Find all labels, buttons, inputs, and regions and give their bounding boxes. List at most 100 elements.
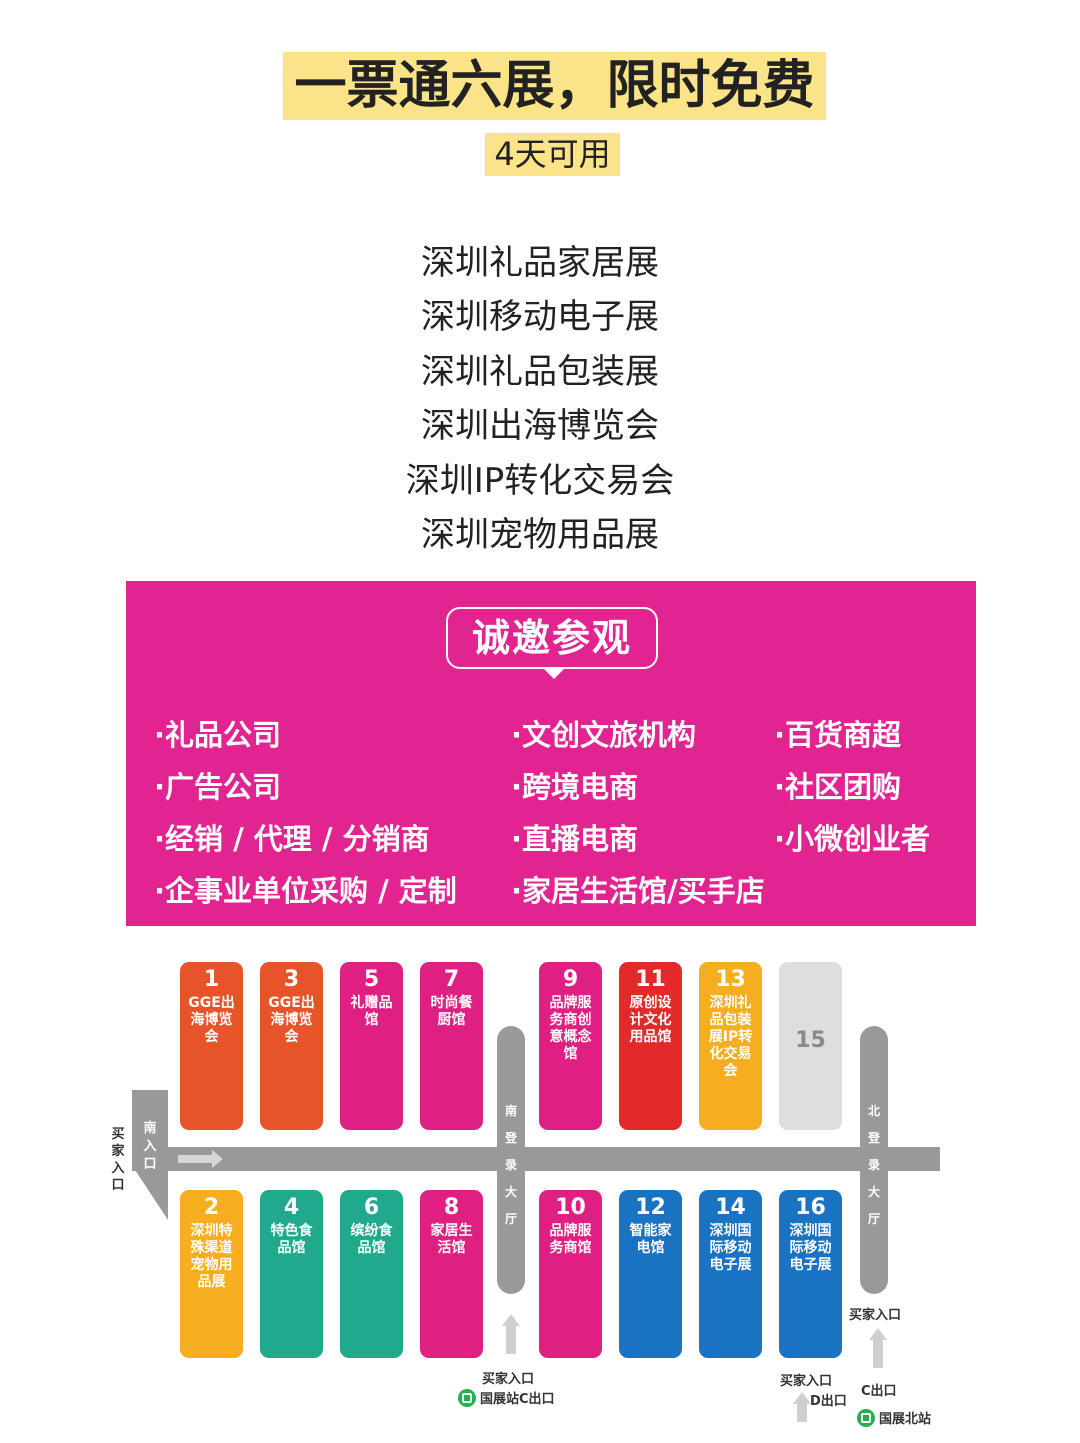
hall-10[interactable]: 10 品牌服务商馆 bbox=[539, 1190, 602, 1358]
hall-number: 1 bbox=[203, 967, 220, 992]
hall-13[interactable]: 13 深圳礼品包装展IP转化交易会 bbox=[699, 962, 762, 1130]
page-subtitle: 4天可用 bbox=[494, 135, 611, 173]
hall-number: 4 bbox=[283, 1195, 300, 1220]
hall-name: 缤纷食品馆 bbox=[350, 1223, 393, 1256]
hall-6[interactable]: 6 缤纷食品馆 bbox=[340, 1190, 403, 1358]
hall-number: 13 bbox=[715, 967, 746, 992]
hall-number: 7 bbox=[443, 967, 460, 992]
expo-item: 深圳宠物用品展 bbox=[421, 514, 659, 555]
invite-badge: 诚邀参观 bbox=[446, 607, 658, 679]
hall-7[interactable]: 7 时尚餐厨馆 bbox=[420, 962, 483, 1130]
direction-arrow-head-icon bbox=[212, 1150, 223, 1168]
audience-item: ·家居生活馆/买手店 bbox=[511, 874, 765, 908]
expo-item: 深圳IP转化交易会 bbox=[405, 460, 675, 501]
up-arrow-shaft bbox=[506, 1326, 516, 1354]
north-lobby bbox=[860, 1026, 888, 1294]
expo-item: 深圳出海博览会 bbox=[421, 406, 659, 447]
south-lobby-label: 南登录大厅 bbox=[504, 1104, 517, 1226]
hall-number: 3 bbox=[283, 967, 300, 992]
hall-1[interactable]: 1 GGE出海博览会 bbox=[180, 962, 243, 1130]
hall-name: GGE出海博览会 bbox=[188, 995, 235, 1045]
expo-item: 深圳礼品包装展 bbox=[421, 351, 659, 392]
audience-column-1: ·礼品公司 ·广告公司 ·经销 / 代理 / 分销商 ·企事业单位采购 / 定制 bbox=[154, 709, 457, 917]
hall-number: 14 bbox=[715, 1195, 746, 1220]
hall-number: 8 bbox=[443, 1195, 460, 1220]
hall-number: 10 bbox=[555, 1195, 586, 1220]
expo-item: 深圳礼品家居展 bbox=[421, 243, 659, 283]
hall-2[interactable]: 2 深圳特殊渠道宠物用品展 bbox=[180, 1190, 243, 1358]
audience-item: ·文创文旅机构 bbox=[511, 718, 697, 752]
hall-15[interactable]: 15 bbox=[779, 962, 842, 1130]
up-arrow-icon bbox=[869, 1328, 887, 1340]
hall-number: 15 bbox=[795, 1028, 826, 1053]
hall-9[interactable]: 9 品牌服务商创意概念馆 bbox=[539, 962, 602, 1130]
north-buyer-entrance-label: 买家入口 bbox=[849, 1308, 902, 1323]
hall-14[interactable]: 14 深圳国际移动电子展 bbox=[699, 1190, 762, 1358]
hall-name: 深圳国际移动电子展 bbox=[789, 1223, 832, 1273]
hall-number: 9 bbox=[562, 967, 579, 992]
audience-item: ·企事业单位采购 / 定制 bbox=[154, 874, 457, 908]
hall-name: 智能家电馆 bbox=[629, 1223, 672, 1256]
d-buyer-entrance-label: 买家入口 bbox=[780, 1374, 833, 1389]
direction-arrow-icon bbox=[178, 1155, 216, 1163]
hall-name: 礼赠品馆 bbox=[350, 995, 393, 1028]
expo-list: 深圳礼品家居展 深圳移动电子展 深圳礼品包装展 深圳出海博览会 深圳IP转化交易… bbox=[0, 236, 1080, 562]
hall-5[interactable]: 5 礼赠品馆 bbox=[340, 962, 403, 1130]
subtitle-highlight bbox=[485, 133, 620, 176]
hall-name: 深圳礼品包装展IP转化交易会 bbox=[708, 995, 753, 1079]
hall-name: 深圳国际移动电子展 bbox=[709, 1223, 752, 1273]
hall-name: 特色食品馆 bbox=[270, 1223, 313, 1256]
audience-item: ·经销 / 代理 / 分销商 bbox=[154, 822, 430, 856]
floor-map: 南入口 买家入口 1 GGE出海博览会 3 GGE出海博览会 5 礼赠品馆 7 … bbox=[0, 940, 1080, 1443]
up-arrow-icon bbox=[502, 1314, 520, 1326]
hall-name bbox=[779, 1054, 842, 1056]
pointer-arrow-icon bbox=[544, 669, 564, 679]
south-lobby bbox=[497, 1026, 525, 1294]
audience-item: ·直播电商 bbox=[511, 822, 639, 856]
metro-icon bbox=[458, 1388, 476, 1407]
metro-north-station: 国展北站 bbox=[857, 1408, 931, 1427]
audience-item: ·跨境电商 bbox=[511, 770, 639, 804]
audience-column-3: ·百货商超 ·社区团购 ·小微创业者 bbox=[774, 709, 930, 865]
hall-3[interactable]: 3 GGE出海博览会 bbox=[260, 962, 323, 1130]
hall-number: 16 bbox=[795, 1195, 826, 1220]
hall-12[interactable]: 12 智能家电馆 bbox=[619, 1190, 682, 1358]
hall-number: 6 bbox=[363, 1195, 380, 1220]
expo-item: 深圳移动电子展 bbox=[421, 297, 659, 338]
south-buyer-entrance-label: 买家入口 bbox=[482, 1372, 535, 1387]
hall-number: 12 bbox=[635, 1195, 666, 1220]
buyer-entrance-side-label: 买家入口 bbox=[111, 1127, 125, 1193]
hall-name: 品牌服务商创意概念馆 bbox=[549, 995, 592, 1062]
up-arrow-icon bbox=[793, 1392, 811, 1404]
hall-number: 11 bbox=[635, 967, 666, 992]
hall-name: GGE出海博览会 bbox=[268, 995, 315, 1045]
hall-8[interactable]: 8 家居生活馆 bbox=[420, 1190, 483, 1358]
audience-item: ·礼品公司 bbox=[154, 718, 282, 752]
audience-item: ·百货商超 bbox=[774, 718, 902, 752]
main-road bbox=[132, 1147, 940, 1171]
audience-item: ·小微创业者 bbox=[774, 822, 931, 856]
title-highlight bbox=[283, 52, 826, 120]
audience-column-2: ·文创文旅机构 ·跨境电商 ·直播电商 ·家居生活馆/买手店 bbox=[511, 709, 765, 917]
invite-panel: 诚邀参观 ·礼品公司 ·广告公司 ·经销 / 代理 / 分销商 ·企事业单位采购… bbox=[126, 581, 976, 926]
hall-4[interactable]: 4 特色食品馆 bbox=[260, 1190, 323, 1358]
page-title: 一票通六展，限时免费 bbox=[294, 56, 815, 116]
hall-name: 家居生活馆 bbox=[430, 1223, 473, 1256]
south-gate-label: 南入口 bbox=[143, 1121, 157, 1172]
audience-item: ·广告公司 bbox=[154, 770, 282, 804]
hall-name: 原创设计文化用品馆 bbox=[629, 995, 672, 1045]
up-arrow-shaft bbox=[873, 1340, 883, 1368]
metro-icon bbox=[857, 1408, 875, 1427]
d-exit-label: D出口 bbox=[810, 1394, 847, 1409]
audience-item: ·社区团购 bbox=[774, 770, 902, 804]
hall-16[interactable]: 16 深圳国际移动电子展 bbox=[779, 1190, 842, 1358]
invite-title: 诚邀参观 bbox=[471, 616, 632, 660]
hall-name: 品牌服务商馆 bbox=[549, 1223, 592, 1256]
hall-name: 时尚餐厨馆 bbox=[430, 995, 473, 1028]
hall-11[interactable]: 11 原创设计文化用品馆 bbox=[619, 962, 682, 1130]
metro-c-exit: 国展站C出口 bbox=[458, 1388, 555, 1407]
north-lobby-label: 北登录大厅 bbox=[867, 1104, 880, 1226]
hall-name: 深圳特殊渠道宠物用品展 bbox=[190, 1223, 233, 1290]
hall-number: 5 bbox=[363, 967, 380, 992]
up-arrow-shaft bbox=[797, 1402, 807, 1422]
